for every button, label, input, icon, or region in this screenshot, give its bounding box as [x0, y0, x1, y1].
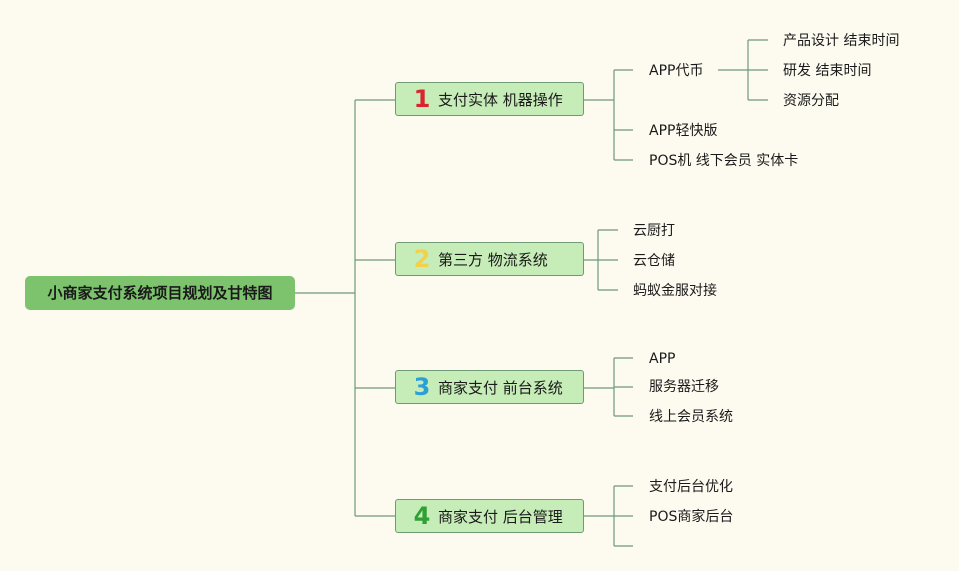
leaf-app[interactable]: APP: [649, 351, 676, 367]
leaf-cloud-warehouse[interactable]: 云仓储: [633, 253, 675, 269]
leaf-app-lite[interactable]: APP轻快版: [649, 123, 718, 139]
branch-3-label: 商家支付 前台系统: [438, 378, 563, 397]
leaf-ant-financial[interactable]: 蚂蚁金服对接: [633, 283, 717, 299]
branch-4-label: 商家支付 后台管理: [438, 507, 563, 526]
leaf-app-token[interactable]: APP代币: [649, 63, 704, 79]
leaf-server-migration[interactable]: 服务器迁移: [649, 379, 719, 395]
branch-3-topic[interactable]: 3 商家支付 前台系统: [395, 370, 584, 404]
leaf-online-member-system[interactable]: 线上会员系统: [649, 409, 733, 425]
branch-1-label: 支付实体 机器操作: [438, 90, 563, 109]
number-4-icon: 4: [413, 502, 431, 530]
leaf-payment-backend-opt[interactable]: 支付后台优化: [649, 479, 733, 495]
branch-1-topic[interactable]: 1 支付实体 机器操作: [395, 82, 584, 116]
root-topic[interactable]: 小商家支付系统项目规划及甘特图: [25, 276, 295, 310]
leaf-resource-allocation[interactable]: 资源分配: [783, 93, 839, 109]
leaf-pos-merchant-backend[interactable]: POS商家后台: [649, 509, 734, 525]
leaf-pos-offline-member[interactable]: POS机 线下会员 实体卡: [649, 153, 799, 169]
leaf-cloud-kitchen-print[interactable]: 云厨打: [633, 223, 675, 239]
number-1-icon: 1: [413, 85, 431, 113]
branch-2-topic[interactable]: 2 第三方 物流系统: [395, 242, 584, 276]
branch-2-label: 第三方 物流系统: [438, 250, 548, 269]
leaf-product-design[interactable]: 产品设计 结束时间: [783, 33, 900, 49]
root-topic-label: 小商家支付系统项目规划及甘特图: [47, 284, 273, 302]
leaf-rnd-end[interactable]: 研发 结束时间: [783, 63, 872, 79]
branch-4-topic[interactable]: 4 商家支付 后台管理: [395, 499, 584, 533]
number-2-icon: 2: [413, 245, 431, 273]
number-3-icon: 3: [413, 373, 431, 401]
